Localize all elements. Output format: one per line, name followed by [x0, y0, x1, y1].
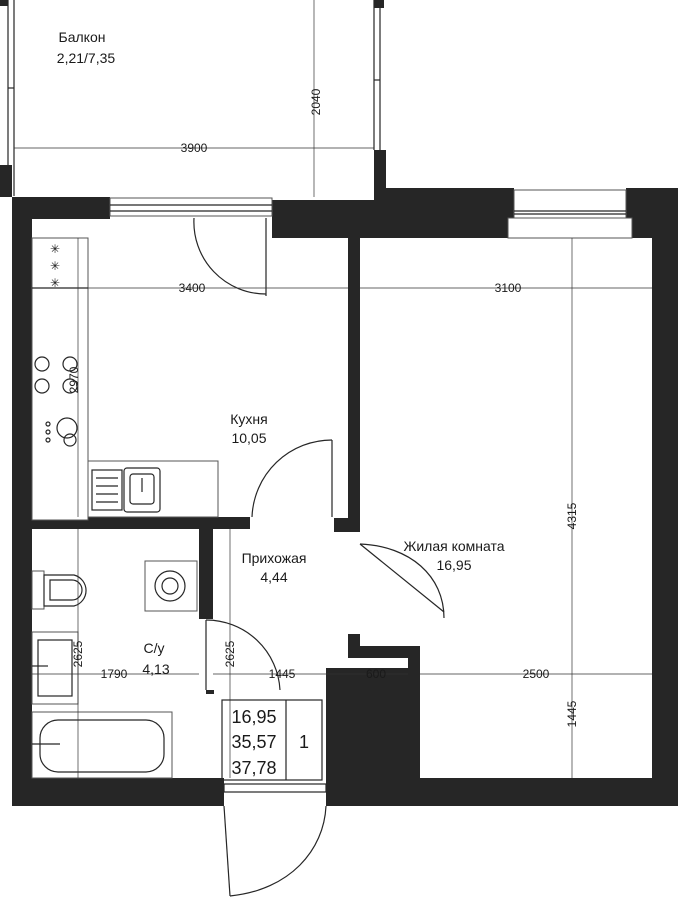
dim-kitchen-width: 3400 — [179, 281, 206, 295]
bathroom-name: С/у — [144, 640, 165, 656]
kitchen-area: 10,05 — [231, 430, 266, 446]
dim-kitchen-depth: 2970 — [67, 366, 81, 393]
dim-hall-depth: 2625 — [223, 640, 237, 667]
windows — [109, 189, 633, 239]
dim-partition: 600 — [366, 667, 386, 681]
summary-rooms-count: 1 — [299, 732, 309, 752]
balcony-area: 2,21/7,35 — [57, 50, 116, 66]
area-summary: 16,95 35,57 37,78 1 — [221, 699, 323, 781]
hallway-area: 4,44 — [260, 569, 287, 585]
hallway-name: Прихожая — [242, 550, 307, 566]
balcony-name: Балкон — [59, 29, 106, 45]
dim-living-depth: 4315 — [565, 502, 579, 529]
sink-icon — [91, 467, 161, 513]
dim-living-width: 3100 — [495, 281, 522, 295]
stove-icon: ✳ — [50, 259, 60, 273]
dim-balcony-width: 3900 — [181, 141, 208, 155]
toilet-icon — [31, 570, 87, 610]
dim-bath-depth: 2625 — [71, 640, 85, 667]
summary-living-area: 16,95 — [231, 707, 276, 727]
summary-total-with-balcony: 37,78 — [231, 758, 276, 778]
dim-hall-width: 1445 — [269, 667, 296, 681]
bathroom-area: 4,13 — [142, 661, 169, 677]
kitchen-name: Кухня — [230, 411, 267, 427]
summary-total-area: 35,57 — [231, 732, 276, 752]
kitchen-fixtures: ✳ ✳ ✳ — [31, 237, 219, 521]
doors — [193, 217, 445, 897]
hob-icon — [34, 356, 78, 394]
dim-living-lower-width: 2500 — [523, 667, 550, 681]
washing-machine-icon — [144, 560, 198, 612]
dishwasher-icon — [45, 417, 78, 447]
dim-living-lower-depth: 1445 — [565, 700, 579, 727]
stove-icon: ✳ — [50, 242, 60, 256]
dim-balcony-depth: 2040 — [309, 88, 323, 115]
bathtub-icon — [31, 711, 173, 779]
dim-bath-width: 1790 — [101, 667, 128, 681]
dimension-lines — [14, 0, 652, 778]
living-room-area: 16,95 — [436, 557, 471, 573]
balcony — [0, 0, 386, 200]
living-room-name: Жилая комната — [403, 538, 504, 554]
walls — [12, 188, 678, 806]
stove-icon: ✳ — [50, 276, 60, 290]
